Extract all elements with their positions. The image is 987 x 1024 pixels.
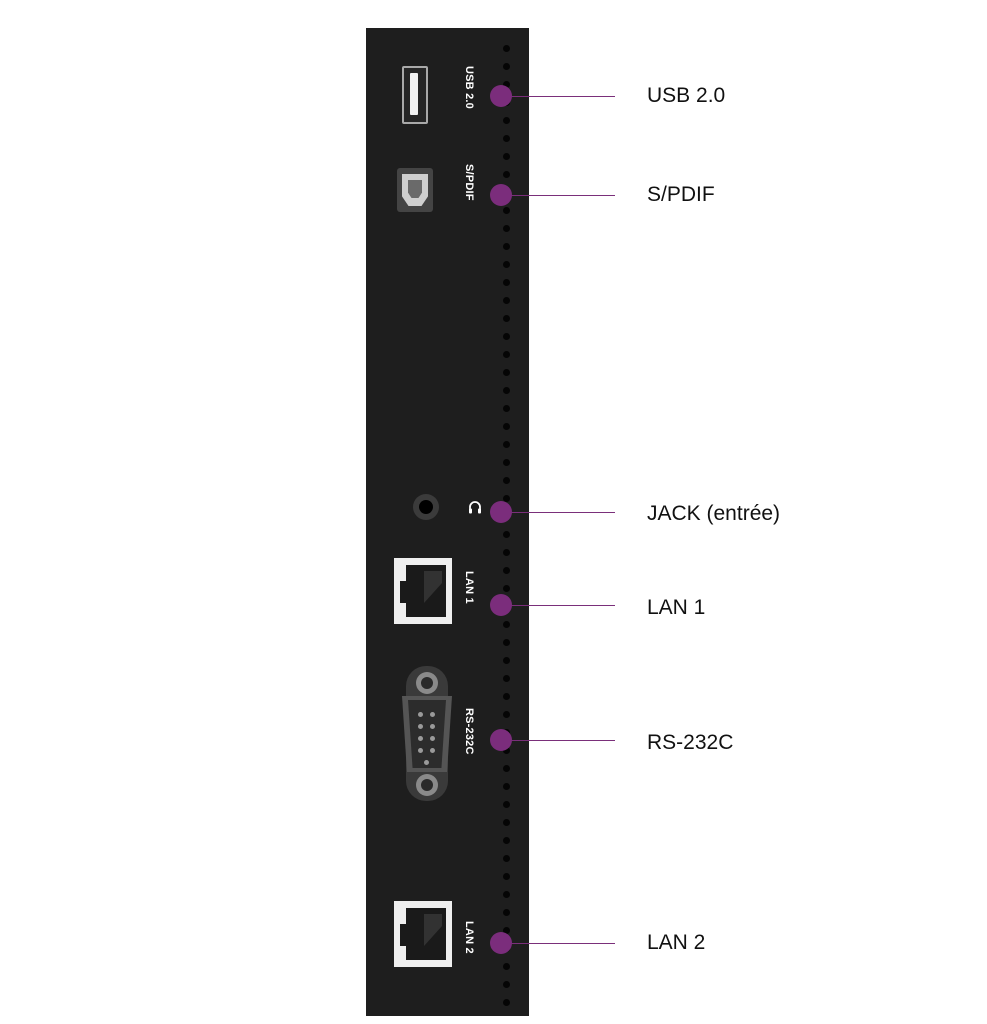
vent-hole (503, 963, 510, 970)
usb-port (402, 66, 428, 124)
headphone-icon (469, 501, 481, 514)
vent-hole (503, 279, 510, 286)
vent-hole (503, 423, 510, 430)
callout-marker-lan2 (490, 932, 512, 954)
spdif-port (397, 168, 433, 212)
vent-hole (503, 477, 510, 484)
callout-label-lan2: LAN 2 (647, 931, 706, 954)
spdif-panel-label: S/PDIF (463, 164, 475, 201)
vent-hole (503, 81, 510, 88)
vent-hole (503, 585, 510, 592)
callout-line-lan1 (501, 605, 615, 606)
callout-label-lan1: LAN 1 (647, 596, 706, 619)
vent-hole (503, 657, 510, 664)
rs232-port (402, 666, 452, 801)
vent-hole (503, 567, 510, 574)
callout-label-jack: JACK (entrée) (647, 502, 781, 525)
rs232-panel-label: RS-232C (463, 708, 475, 755)
vent-hole (503, 153, 510, 160)
vent-hole (503, 639, 510, 646)
vent-hole (503, 369, 510, 376)
callout-marker-spdif (490, 184, 512, 206)
vent-hole (503, 351, 510, 358)
vent-hole (503, 495, 510, 502)
vent-hole (503, 171, 510, 178)
callout-marker-lan1 (490, 594, 512, 616)
vent-hole (503, 891, 510, 898)
vent-hole (503, 675, 510, 682)
callout-line-rs232 (501, 740, 615, 741)
vent-hole (503, 225, 510, 232)
callout-line-usb (501, 96, 615, 97)
vent-hole (503, 909, 510, 916)
vent-hole (503, 765, 510, 772)
vent-hole (503, 243, 510, 250)
vent-hole (503, 621, 510, 628)
vent-hole (503, 135, 510, 142)
usb-panel-label: USB 2.0 (463, 66, 475, 109)
vent-hole (503, 855, 510, 862)
lan2-port (394, 901, 452, 967)
callout-line-spdif (501, 195, 615, 196)
vent-hole (503, 801, 510, 808)
callout-label-rs232: RS-232C (647, 731, 734, 754)
lan1-panel-label: LAN 1 (463, 571, 475, 604)
callout-marker-jack (490, 501, 512, 523)
vent-hole (503, 405, 510, 412)
vent-hole (503, 819, 510, 826)
vent-hole (503, 459, 510, 466)
vent-hole (503, 873, 510, 880)
callout-label-spdif: S/PDIF (647, 183, 715, 206)
vent-hole (503, 63, 510, 70)
vent-hole (503, 981, 510, 988)
vent-hole (503, 207, 510, 214)
vent-hole (503, 693, 510, 700)
vent-hole (503, 747, 510, 754)
callout-line-jack (501, 512, 615, 513)
vent-hole (503, 711, 510, 718)
vent-hole (503, 999, 510, 1006)
audio-jack-port (413, 494, 439, 520)
vent-hole (503, 261, 510, 268)
vent-hole (503, 927, 510, 934)
callout-marker-rs232 (490, 729, 512, 751)
callout-line-lan2 (501, 943, 615, 944)
vent-hole (503, 531, 510, 538)
vent-hole (503, 315, 510, 322)
vent-hole (503, 333, 510, 340)
vent-hole (503, 441, 510, 448)
lan1-port (394, 558, 452, 624)
vent-hole (503, 837, 510, 844)
vent-hole (503, 297, 510, 304)
vent-hole (503, 45, 510, 52)
vent-hole (503, 387, 510, 394)
callout-label-usb: USB 2.0 (647, 84, 726, 107)
vent-hole (503, 549, 510, 556)
vent-hole (503, 117, 510, 124)
callout-marker-usb (490, 85, 512, 107)
lan2-panel-label: LAN 2 (463, 921, 475, 954)
vent-hole (503, 783, 510, 790)
